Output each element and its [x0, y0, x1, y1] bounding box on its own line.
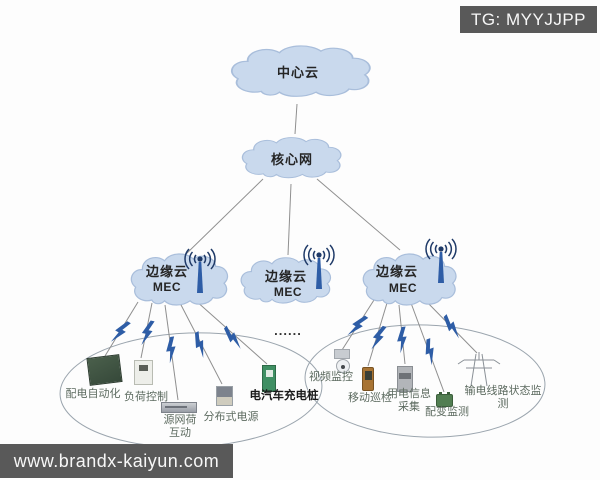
core-network-label: 核心网 [270, 152, 314, 167]
backbone-links [183, 103, 401, 257]
distribution-automation-device [86, 354, 123, 386]
electricity-info-meter [397, 366, 413, 392]
edge-cloud-1-label: 边缘云 [145, 264, 189, 279]
device-label-transformer-monitoring: 配变监测 [425, 406, 469, 418]
edge-cloud-1-sublabel: MEC [152, 280, 182, 294]
device-label-load-control: 负荷控制 [124, 391, 168, 403]
watermark-url: www.brandx-kaiyun.com [0, 444, 233, 478]
distributed-power-device [216, 386, 233, 406]
right-device-ellipse [304, 324, 546, 438]
edge-cloud-2-sublabel: MEC [273, 285, 303, 299]
device-label-ev-charging-pile: 电汽车充电桩 [249, 390, 319, 402]
load-control-device [134, 360, 153, 385]
edge-cloud-3-label: 边缘云 [375, 264, 419, 279]
device-label-mobile-inspection: 移动巡检 [348, 392, 392, 404]
source-grid-load-device [161, 402, 197, 413]
lightning-bolt-icons [109, 312, 465, 366]
mobile-inspection-terminal [362, 367, 374, 391]
transformer-monitoring-device [436, 392, 453, 407]
access-links [104, 298, 478, 401]
device-label-video-surveillance: 视频监控 [309, 371, 353, 383]
video-surveillance-camera [334, 349, 350, 373]
device-label-transmission-line: 输电线路状态监测 [464, 385, 542, 411]
device-label-distribution-automation: 配电自动化 [65, 388, 121, 400]
edge-cloud-2-label: 边缘云 [264, 269, 308, 284]
device-label-distributed-power: 分布式电源 [203, 411, 259, 423]
ellipsis-more-clouds: ...... [274, 323, 302, 338]
central-cloud-label: 中心云 [276, 65, 320, 80]
transmission-tower-icon [457, 352, 501, 387]
ev-charging-pile-device [262, 365, 276, 392]
edge-cloud-3-sublabel: MEC [388, 281, 418, 295]
device-label-source-grid-load: 源网荷互动 [163, 414, 197, 440]
telegram-badge: TG: MYYJJPP [460, 6, 597, 33]
device-label-electricity-info: 用电信息采集 [387, 388, 431, 414]
